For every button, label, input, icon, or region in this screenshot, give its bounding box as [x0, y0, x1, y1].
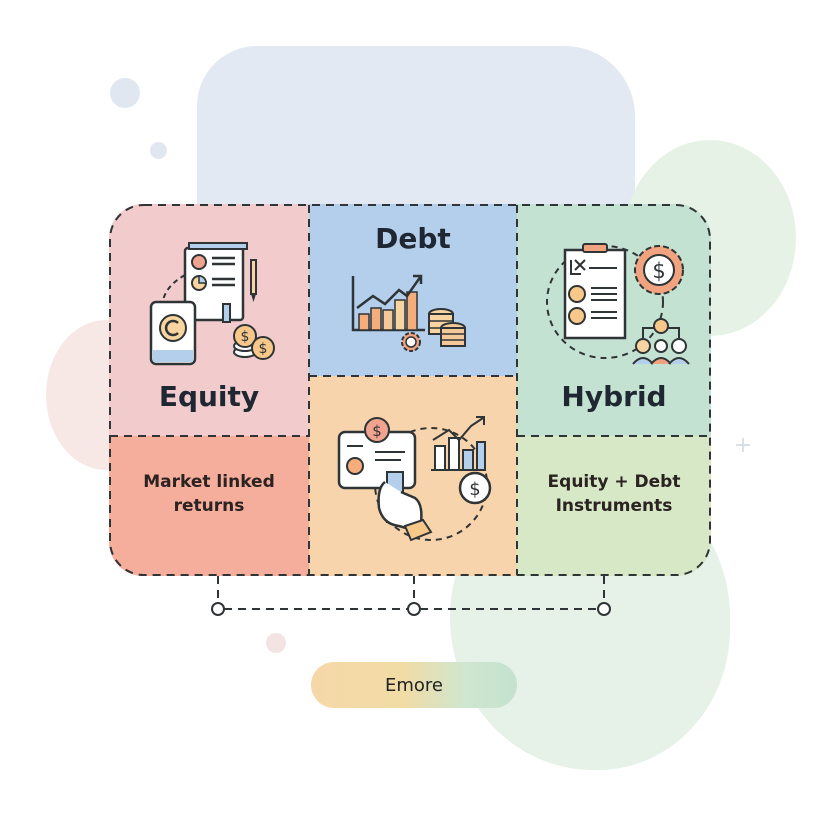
emore-button[interactable]: Emore [311, 662, 517, 708]
hybrid-description: Equity + Debt Instruments [517, 470, 711, 518]
document-pie-chart-tablet-coins-icon: $ $ [149, 242, 275, 366]
svg-text:$: $ [652, 259, 665, 283]
invoice-hand-chart-dollar-icon: $ $ [337, 416, 492, 542]
bg-dot-small [150, 142, 167, 159]
hybrid-description-panel: Equity + Debt Instruments [517, 436, 711, 576]
svg-text:$: $ [241, 329, 250, 345]
hybrid-panel[interactable]: $ Hybrid [517, 204, 711, 436]
equity-description-line-1: Market linked [143, 472, 275, 492]
svg-text:$: $ [259, 341, 268, 357]
bar-chart-growth-coins-gear-icon [351, 274, 466, 352]
hybrid-description-line-1: Equity + Debt [547, 472, 681, 492]
equity-description-line-2: returns [173, 496, 245, 516]
hybrid-description-line-2: Instruments [555, 496, 673, 516]
svg-text:$: $ [372, 422, 382, 440]
checklist-gear-dollar-people-icon: $ [546, 243, 690, 365]
svg-text:$: $ [469, 479, 480, 500]
debt-title: Debt [375, 222, 451, 255]
equity-description: Market linked returns [109, 470, 309, 518]
plus-icon: + [733, 433, 753, 458]
investment-categories-board: $ $ Equity Market linked returns Debt [109, 204, 711, 576]
bg-dot-pink [266, 633, 286, 653]
connector-node-2 [407, 602, 421, 616]
equity-panel[interactable]: $ $ Equity [109, 204, 309, 436]
hybrid-title: Hybrid [561, 380, 667, 413]
connector-node-1 [211, 602, 225, 616]
center-process-panel: $ $ [309, 376, 517, 576]
equity-description-panel: Market linked returns [109, 436, 309, 576]
debt-panel[interactable]: Debt [309, 204, 517, 376]
bg-dot-large [110, 78, 140, 108]
equity-title: Equity [158, 380, 260, 413]
